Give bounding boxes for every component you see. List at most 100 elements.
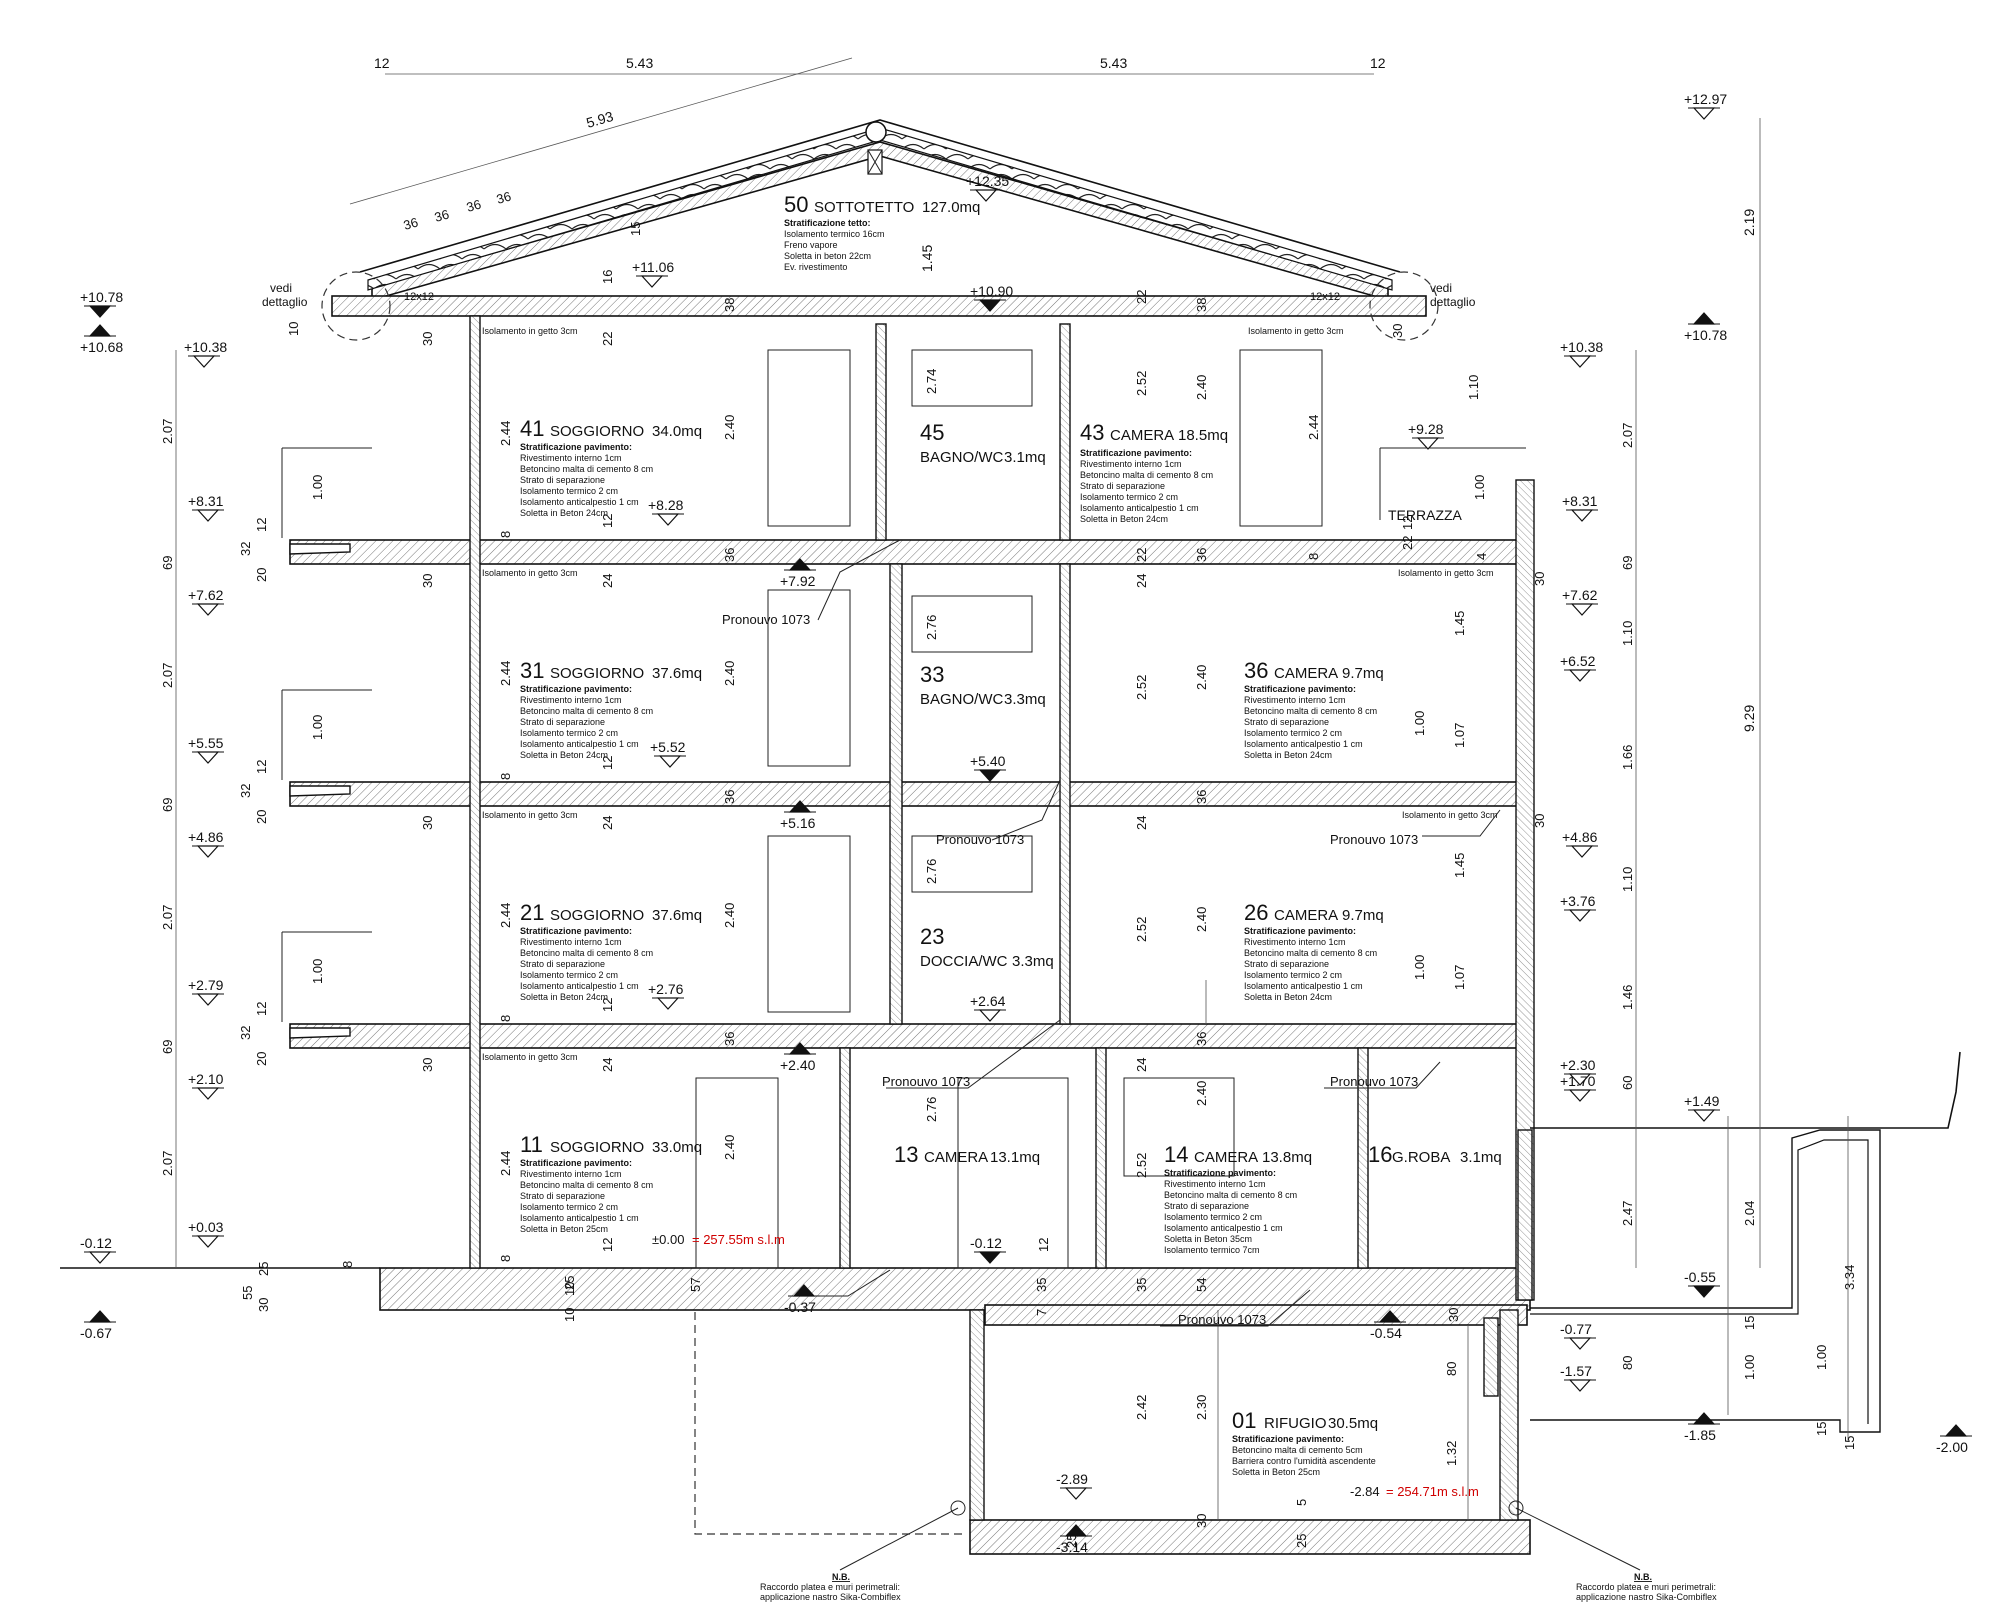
room-23-name: DOCCIA/WC — [920, 953, 1008, 970]
svg-text:2.07: 2.07 — [1620, 423, 1635, 448]
svg-text:2.40: 2.40 — [722, 415, 737, 440]
dim-right-219: 2.19 — [1741, 209, 1757, 236]
detail-circle-right — [1369, 271, 1439, 341]
elevation-marker-em157: -1.57 — [1560, 1363, 1596, 1392]
svg-text:36: 36 — [1194, 1032, 1209, 1046]
elevation-label: +5.40 — [970, 753, 1006, 769]
svg-text:2.40: 2.40 — [1194, 1081, 1209, 1106]
elevation-marker-em314: -3.14 — [1056, 1524, 1092, 1555]
elevation-label: +2.10 — [188, 1071, 224, 1087]
svg-text:10: 10 — [286, 322, 301, 336]
terrace-label: TERRAZZA — [1388, 507, 1463, 523]
room-50-name: SOTTOTETTO — [814, 199, 914, 216]
room-45-num: 45 — [920, 420, 944, 445]
svg-text:20: 20 — [254, 810, 269, 824]
pronuovo-6: Pronouvo 1073 — [1178, 1312, 1266, 1327]
room-21-num: 21 — [520, 900, 544, 925]
nb-left-title: N.B. — [832, 1572, 850, 1582]
room-33-num: 33 — [920, 662, 944, 687]
pronuovo-2: Pronouvo 1073 — [936, 832, 1024, 847]
dim-rafter-36-b: 36 — [433, 206, 451, 224]
svg-text:30: 30 — [420, 574, 435, 588]
svg-text:Soletta in Beton 24cm: Soletta in Beton 24cm — [520, 750, 608, 760]
nb-right-title: N.B. — [1634, 1572, 1652, 1582]
elevation-label: +10.68 — [80, 339, 123, 355]
svg-text:Betoncino malta di cemento 8 c: Betoncino malta di cemento 8 cm — [520, 948, 653, 958]
svg-text:Strato di separazione: Strato di separazione — [1244, 717, 1329, 727]
elevation-marker-e486: +4.86 — [1562, 829, 1598, 858]
svg-text:Betoncino malta di cemento 8 c: Betoncino malta di cemento 8 cm — [1080, 470, 1213, 480]
svg-text:Rivestimento interno 1cm: Rivestimento interno 1cm — [1244, 695, 1346, 705]
elevation-label: -0.54 — [1370, 1325, 1402, 1341]
svg-text:Stratificazione pavimento:: Stratificazione pavimento: — [520, 442, 632, 452]
floor-slabs — [289, 539, 1531, 1555]
svg-text:2.04: 2.04 — [1742, 1201, 1757, 1226]
svg-text:2.40: 2.40 — [1194, 375, 1209, 400]
nb-right-line2: applicazione nastro Sika-Combiflex — [1576, 1592, 1717, 1602]
svg-text:1.45: 1.45 — [1452, 853, 1467, 878]
svg-text:Soletta in Beton 24cm: Soletta in Beton 24cm — [520, 508, 608, 518]
svg-text:2.07: 2.07 — [160, 419, 175, 444]
svg-text:8: 8 — [498, 531, 513, 538]
room-14-name: CAMERA — [1194, 1149, 1258, 1166]
strat-26: Stratificazione pavimento: Rivestimento … — [1244, 926, 1377, 1002]
strat-43: Stratificazione pavimento: Rivestimento … — [1080, 448, 1213, 524]
svg-text:1.07: 1.07 — [1452, 965, 1467, 990]
room-21-area: 37.6mq — [652, 907, 702, 924]
room-16-num: 16 — [1368, 1142, 1392, 1167]
elevation-label: +1.49 — [1684, 1093, 1720, 1109]
vedi-left: vedi — [270, 281, 292, 295]
svg-text:Isolamento anticalpestio 1 cm: Isolamento anticalpestio 1 cm — [1164, 1223, 1283, 1233]
dim-right-929: 9.29 — [1741, 705, 1757, 732]
svg-text:2.76: 2.76 — [924, 859, 939, 884]
elevation-label: +2.79 — [188, 977, 224, 993]
svg-text:2.30: 2.30 — [1194, 1395, 1209, 1420]
svg-text:30: 30 — [256, 1298, 271, 1312]
attic-strat-3: Soletta in beton 22cm — [784, 251, 871, 261]
pronuovo-3: Pronouvo 1073 — [1330, 832, 1418, 847]
svg-text:30: 30 — [420, 332, 435, 346]
svg-text:2.40: 2.40 — [1194, 665, 1209, 690]
svg-text:36: 36 — [722, 548, 737, 562]
svg-text:54: 54 — [1194, 1278, 1209, 1292]
elevation-label: -0.12 — [80, 1235, 112, 1251]
attic-strat-4: Ev. rivestimento — [784, 262, 847, 272]
attic-strat-1: Isolamento termico 16cm — [784, 229, 885, 239]
dim-attic-145: 1.45 — [919, 245, 935, 272]
elevation-label: -1.85 — [1684, 1427, 1716, 1443]
room-01-name: RIFUGIO — [1264, 1415, 1327, 1432]
elevation-marker-e1297: +12.97 — [1684, 91, 1727, 120]
svg-text:22: 22 — [600, 332, 615, 346]
svg-text:2.40: 2.40 — [722, 661, 737, 686]
svg-text:38: 38 — [1194, 298, 1209, 312]
room-13-name: CAMERA — [924, 1149, 988, 1166]
r01-strat-3: Soletta in Beton 25cm — [1232, 1467, 1320, 1477]
strat-36: Stratificazione pavimento: Rivestimento … — [1244, 684, 1377, 760]
room-43-area: 18.5mq — [1178, 427, 1228, 444]
elevation-marker-e240: +2.40 — [780, 1042, 816, 1073]
strat-14: Stratificazione pavimento: Rivestimento … — [1164, 1168, 1297, 1255]
room-11-area: 33.0mq — [652, 1139, 702, 1156]
elevation-marker-e555: +5.55 — [188, 735, 224, 764]
svg-text:8: 8 — [1306, 553, 1321, 560]
svg-text:35: 35 — [1134, 1278, 1149, 1292]
elevation-marker-e230: +2.30 — [1560, 1057, 1596, 1086]
svg-text:22: 22 — [1134, 548, 1149, 562]
dim-top-right-543: 5.43 — [1100, 55, 1127, 71]
pronuovo-4: Pronouvo 1073 — [882, 1074, 970, 1089]
svg-text:30: 30 — [1446, 1308, 1461, 1322]
svg-text:Stratificazione pavimento:: Stratificazione pavimento: — [520, 1158, 632, 1168]
svg-text:12: 12 — [254, 1002, 269, 1016]
svg-text:36: 36 — [1194, 548, 1209, 562]
elevation-label: +7.62 — [1562, 587, 1598, 603]
dettaglio-left: dettaglio — [262, 295, 308, 309]
svg-text:30: 30 — [1390, 324, 1405, 338]
svg-text:30: 30 — [420, 816, 435, 830]
room-31-num: 31 — [520, 658, 544, 683]
isol-3-left: Isolamento in getto 3cm — [482, 568, 578, 578]
dim-top-12-left: 12 — [374, 55, 390, 71]
room-33-name: BAGNO/WC — [920, 691, 1004, 708]
svg-text:12: 12 — [600, 756, 615, 770]
svg-text:Strato di separazione: Strato di separazione — [520, 959, 605, 969]
